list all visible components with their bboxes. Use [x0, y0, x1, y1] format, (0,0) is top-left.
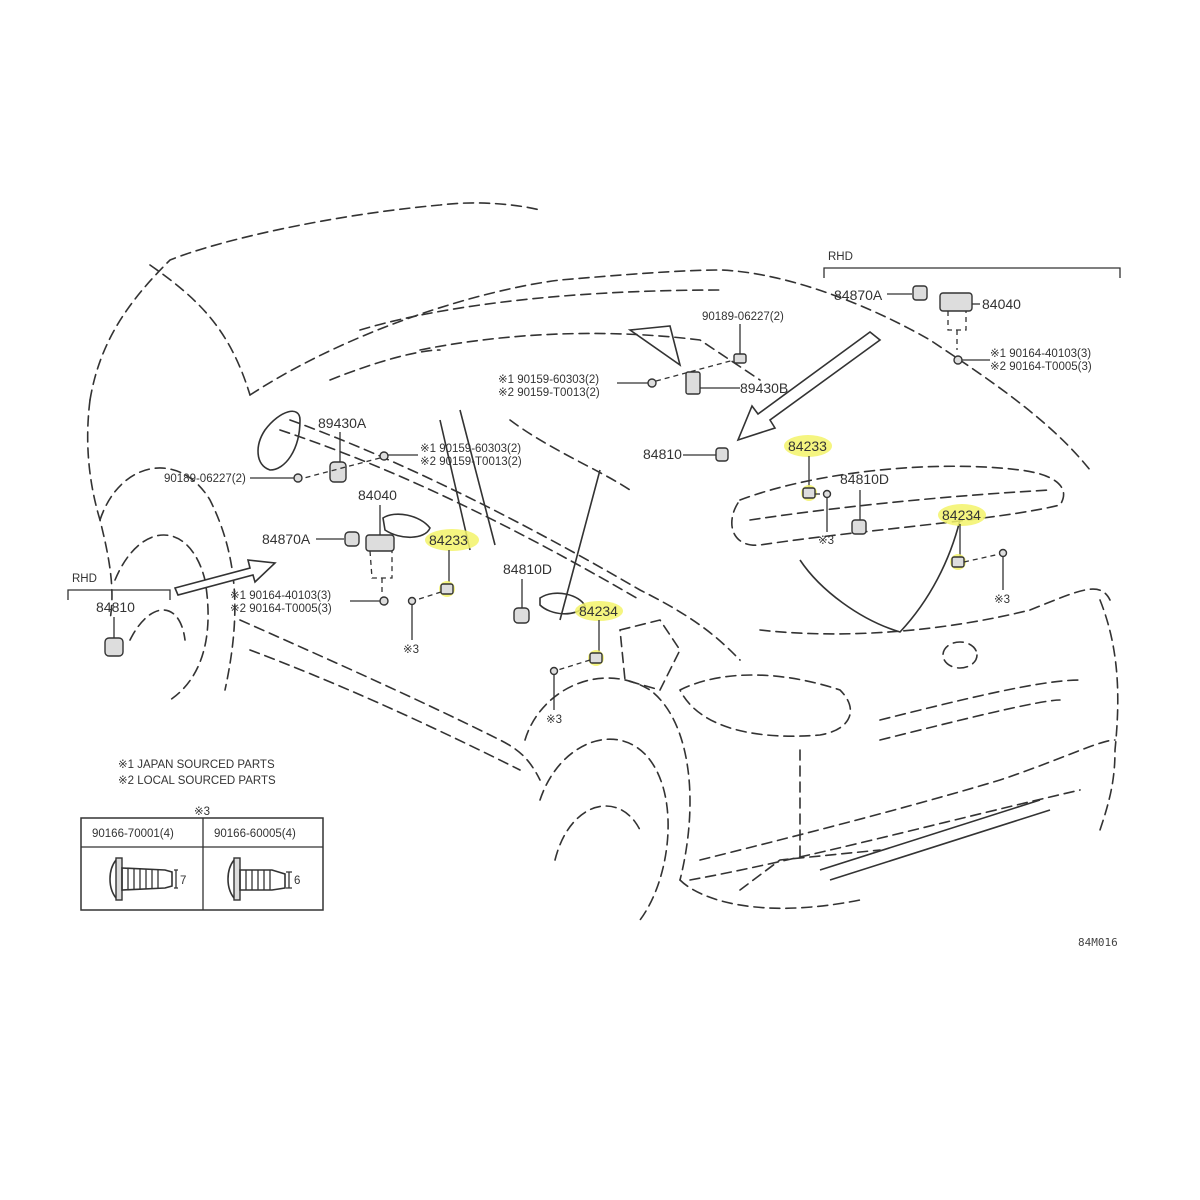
screw-table: ※3 90166-70001(4) 90166-60005(4) 7 6	[80, 806, 324, 911]
screw-label-top-2: ※2 90159-T0013(2)	[498, 387, 600, 399]
switch-84810-rhd-icon	[104, 637, 124, 657]
screw-part-1: 90166-70001(4)	[92, 828, 174, 840]
part-group-front-door: 84040 84870A ※1 90164-40103(3) ※2 90164-…	[230, 487, 479, 656]
clip-icon	[733, 353, 747, 364]
sensor-89430A-icon	[329, 461, 347, 483]
bolt-icon	[953, 355, 963, 365]
switch-assembly-front-icon	[365, 534, 395, 552]
part-label-90189-top: 90189-06227(2)	[702, 311, 784, 323]
part-label-84234-rear: 84234	[942, 507, 981, 523]
legend-note-1: ※1 JAPAN SOURCED PARTS	[118, 759, 275, 771]
highlight-84234-front	[575, 601, 623, 621]
screw-7-icon	[109, 857, 178, 901]
part-group-89430A: 89430A ※1 90159-60303(2) ※2 90159-T0013(…	[164, 415, 522, 485]
highlight-84233-rear	[784, 435, 832, 457]
part-label-84233-front: 84233	[429, 532, 468, 548]
part-label-84810-rhd: 84810	[96, 599, 135, 615]
screw-label-top-1: ※1 90159-60303(2)	[498, 374, 599, 386]
switch-84810D-front-icon	[513, 607, 530, 624]
switch-84810D-icon	[851, 519, 867, 535]
screw-label-front-1: ※1 90159-60303(2)	[420, 443, 521, 455]
part-label-84040-front: 84040	[358, 487, 397, 503]
bolt-label-rhd-1: ※1 90164-40103(3)	[990, 348, 1091, 360]
part-label-84233-rear: 84233	[788, 438, 827, 454]
part-label-84234-front: 84234	[579, 603, 618, 619]
screw-6-icon	[227, 857, 292, 901]
screw-dimension-2: 6	[294, 875, 300, 887]
screw-part-2: 90166-60005(4)	[214, 828, 296, 840]
bolt-label-rhd-2: ※2 90164-T0005(3)	[990, 361, 1092, 373]
screw-icon	[647, 378, 657, 388]
bolt-label-front-2: ※2 90164-T0005(3)	[230, 603, 332, 615]
bolt-label-front-1: ※1 90164-40103(3)	[230, 590, 331, 602]
highlight-84234-rear	[938, 504, 986, 526]
part-label-84040-rhd: 84040	[982, 296, 1021, 312]
figure-code: 84M016	[1078, 936, 1118, 949]
part-label-84810D-front: 84810D	[503, 561, 552, 577]
part-group-89430B: 90189-06227(2) ※1 90159-60303(2) ※2 9015…	[498, 311, 788, 399]
switch-assembly-icon	[939, 292, 973, 312]
ref3-label-rear-a: ※3	[818, 535, 834, 547]
switch-84810-icon	[715, 447, 729, 462]
ref3-label-front: ※3	[403, 644, 419, 656]
screw-icon	[998, 548, 1008, 558]
bracket-84234-rear-icon	[951, 556, 965, 568]
clip-icon	[293, 473, 303, 483]
bracket-84234-front-icon	[589, 652, 603, 664]
direction-arrow-rear	[736, 330, 882, 442]
part-label-84870A-rhd: 84870A	[834, 287, 883, 303]
part-group-rear: 84810 84233 ※3 84810D 84234 ※3	[643, 435, 1010, 606]
screw-icon	[407, 596, 417, 606]
rhd-inset-top: RHD 84870A 84040 ※1 90164-40103(3) ※2 90…	[823, 251, 1121, 373]
part-label-89430A: 89430A	[318, 415, 367, 431]
switch-part-front-icon	[344, 531, 360, 547]
screw-icon	[549, 666, 559, 676]
bracket-84233-front-icon	[440, 583, 454, 595]
part-label-84810-rear: 84810	[643, 446, 682, 462]
screw-icon	[822, 489, 832, 499]
part-label-89430B: 89430B	[740, 380, 788, 396]
screw-icon	[379, 451, 389, 461]
ref3-label-rear-b: ※3	[994, 594, 1010, 606]
screw-dimension-1: 7	[180, 875, 186, 887]
switch-part-icon	[912, 285, 928, 301]
legend-note-2: ※2 LOCAL SOURCED PARTS	[118, 775, 276, 787]
legend: ※1 JAPAN SOURCED PARTS ※2 LOCAL SOURCED …	[118, 759, 276, 787]
screw-label-front-2: ※2 90159-T0013(2)	[420, 456, 522, 468]
ref3-label-mid: ※3	[546, 714, 562, 726]
part-label-90189-front: 90189-06227(2)	[164, 473, 246, 485]
highlight-84233-front	[425, 529, 479, 551]
part-label-84870A-front: 84870A	[262, 531, 311, 547]
direction-arrow-front	[173, 559, 277, 596]
screw-table-title: ※3	[194, 806, 210, 818]
part-label-84810D-rear: 84810D	[840, 471, 889, 487]
rhd-label-left: RHD	[72, 573, 97, 585]
sensor-89430B-icon	[685, 371, 701, 395]
bolt-icon	[379, 596, 389, 606]
rhd-inset-left: RHD 84810	[67, 573, 171, 657]
part-group-mid: 84810D 84234 ※3	[503, 561, 623, 726]
rhd-label-top: RHD	[828, 251, 853, 263]
bracket-84233-rear-icon	[802, 487, 816, 499]
